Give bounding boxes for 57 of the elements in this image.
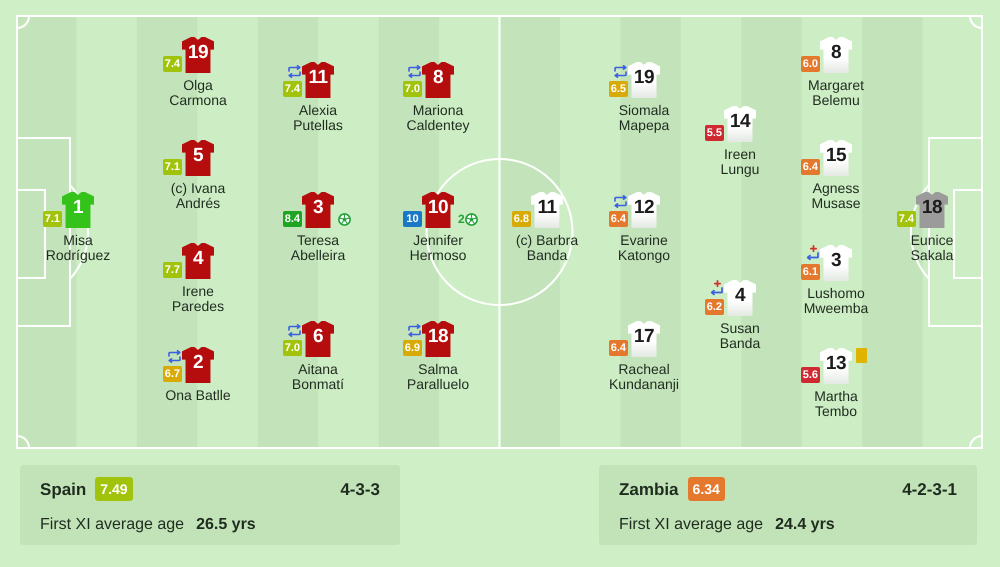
player-name: (c) Ivana Andrés [170, 181, 226, 211]
rating-badge: 6.4 [800, 159, 820, 175]
formation: 4-3-3 [340, 478, 380, 500]
rating-badge: 7.0 [402, 81, 422, 97]
average-age-value: 26.5 yrs [196, 515, 256, 535]
player-name: Eunice Sakala [910, 233, 954, 263]
rating-badge: 10 [403, 211, 422, 227]
rating-badge: 7.7 [162, 262, 182, 278]
rating-badge: 6.8 [512, 211, 531, 227]
average-age-value: 24.4 yrs [775, 515, 835, 535]
average-age-label: First XI average age [619, 515, 764, 535]
average-age-label: First XI average age [40, 515, 184, 535]
rating-badge: 6.0 [800, 56, 820, 72]
player-name: Agness Musase [810, 181, 862, 211]
team-summary-panel [20, 465, 400, 545]
rating-badge: 6.34 [688, 477, 725, 501]
rating-badge: 7.0 [282, 340, 302, 356]
rating-badge: 7.4 [162, 56, 182, 72]
player-name: Margaret Belemu [806, 78, 866, 108]
player-name: Aitana Bonmatí [290, 362, 346, 392]
team-summary-panel [599, 465, 977, 545]
rating-badge: 6.2 [704, 299, 724, 315]
player-name: Teresa Abelleira [290, 233, 346, 263]
rating-badge: 5.6 [800, 367, 820, 383]
rating-badge: 8.4 [282, 211, 302, 227]
rating-badge: 6.4 [608, 340, 628, 356]
player-name: Ona Batlle [165, 388, 231, 403]
player-name: Olga Carmona [168, 78, 228, 108]
player-name: Evarine Katongo [616, 233, 672, 263]
rating-badge: 6.4 [608, 211, 628, 227]
player-name: Siomala Mapepa [618, 103, 670, 133]
rating-badge: 7.4 [282, 81, 302, 97]
player-name: Susan Banda [718, 321, 762, 351]
player-name: Irene Paredes [170, 284, 226, 314]
goal-count: 2 [458, 213, 465, 226]
rating-badge: 7.49 [95, 477, 133, 501]
player-name: Racheal Kundananji [608, 362, 680, 392]
rating-badge: 7.4 [896, 211, 916, 227]
player-name: Alexia Putellas [292, 103, 344, 133]
rating-badge: 7.1 [42, 211, 62, 227]
team-name: Spain [40, 478, 86, 500]
rating-badge: 6.7 [162, 366, 182, 382]
player-name: Jennifer Hermoso [408, 233, 468, 263]
rating-badge: 7.1 [162, 159, 182, 175]
player-name: Lushomo Mweemba [802, 286, 870, 316]
team-name: Zambia [619, 478, 679, 500]
player-name: Martha Tembo [813, 389, 859, 419]
player-name: Salma Paralluelo [406, 362, 470, 392]
rating-badge: 5.5 [704, 125, 724, 141]
player-name: Misa Rodríguez [44, 233, 112, 263]
formation: 4-2-3-1 [902, 478, 957, 500]
player-name: Ireen Lungu [720, 147, 760, 177]
rating-badge: 6.1 [800, 264, 820, 280]
rating-badge: 6.5 [608, 81, 628, 97]
player-name: (c) Barbra Banda [514, 233, 580, 263]
rating-badge: 6.9 [402, 340, 422, 356]
player-name: Mariona Caldentey [405, 103, 471, 133]
